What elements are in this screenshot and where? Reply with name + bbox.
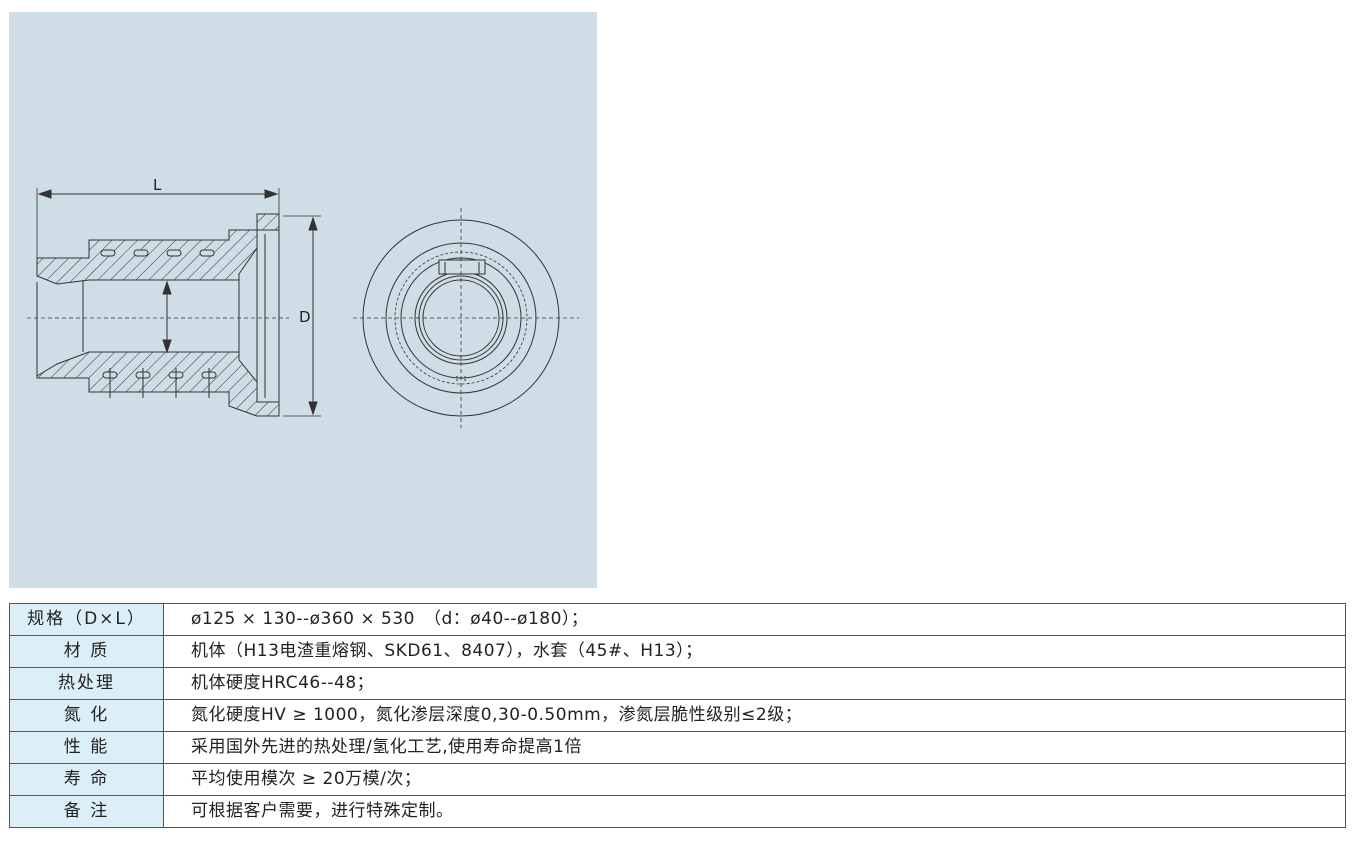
row-label: 性 能: [9, 731, 164, 764]
cooling-slots-bottom: [102, 368, 217, 398]
table-row: 寿 命 平均使用模次 ≥ 20万模/次；: [9, 763, 1346, 796]
top-wall-section: [36, 213, 280, 285]
row-label: 规格（D×L）: [9, 603, 164, 636]
row-value: 平均使用模次 ≥ 20万模/次；: [163, 763, 1346, 796]
table-row: 材 质 机体（H13电渣重熔钢、SKD61、8407），水套（45#、H13）；: [9, 635, 1346, 668]
dimension-l-label: L: [153, 176, 162, 194]
table-row: 规格（D×L） ø125 × 130--ø360 × 530 （d：ø40--ø…: [9, 603, 1346, 636]
flange-face: [256, 229, 280, 403]
table-row: 性 能 采用国外先进的热处理/氢化工艺,使用寿命提高1倍: [9, 731, 1346, 764]
dimension-d-label: D: [299, 308, 311, 326]
technical-drawing: L D: [27, 176, 579, 428]
cooling-slots-top: [100, 249, 215, 257]
row-label: 寿 命: [9, 763, 164, 796]
row-label: 备 注: [9, 795, 164, 828]
row-value: 机体硬度HRC46--48；: [163, 667, 1346, 700]
side-section-view: [27, 188, 321, 417]
row-label: 氮 化: [9, 699, 164, 732]
row-value: 可根据客户需要，进行特殊定制。: [163, 795, 1346, 828]
table-row: 热处理 机体硬度HRC46--48；: [9, 667, 1346, 700]
row-label: 材 质: [9, 635, 164, 668]
spec-table: 规格（D×L） ø125 × 130--ø360 × 530 （d：ø40--ø…: [9, 603, 1346, 828]
row-value: ø125 × 130--ø360 × 530 （d：ø40--ø180）；: [163, 603, 1346, 636]
table-row: 备 注 可根据客户需要，进行特殊定制。: [9, 795, 1346, 828]
technical-drawing-panel: L D: [9, 12, 597, 588]
row-value: 机体（H13电渣重熔钢、SKD61、8407），水套（45#、H13）；: [163, 635, 1346, 668]
row-label: 热处理: [9, 667, 164, 700]
bottom-wall-section: [36, 351, 280, 417]
table-row: 氮 化 氮化硬度HV ≥ 1000，氮化渗层深度0,30-0.50mm，渗氮层脆…: [9, 699, 1346, 732]
end-view: [353, 208, 579, 428]
row-value: 采用国外先进的热处理/氢化工艺,使用寿命提高1倍: [163, 731, 1346, 764]
row-value: 氮化硬度HV ≥ 1000，氮化渗层深度0,30-0.50mm，渗氮层脆性级别≤…: [163, 699, 1346, 732]
